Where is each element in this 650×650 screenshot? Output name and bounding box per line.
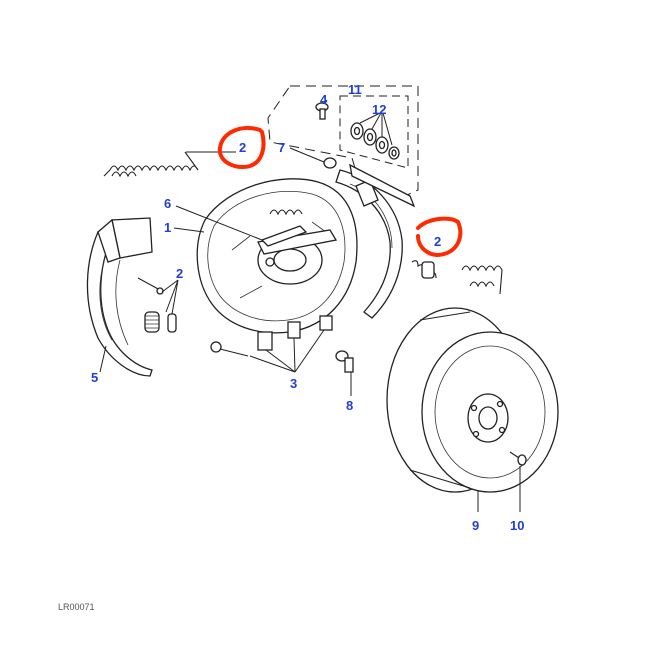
kit-inner-box-dashed: [339, 95, 409, 169]
callout-6: 6: [164, 196, 171, 211]
spring-right: [411, 260, 503, 295]
adjuster-part-6: [257, 209, 338, 267]
callout-2-upper: 2: [239, 140, 246, 155]
highlight-circle-upper: [217, 126, 266, 169]
callout-8: 8: [346, 398, 353, 413]
anchor-part-7: [289, 147, 337, 169]
callout-9: 9: [472, 518, 479, 533]
stud-part-10: [509, 451, 527, 512]
callout-4: 4: [320, 92, 328, 107]
callout-5: 5: [91, 370, 98, 385]
bolt-part-8: [335, 350, 354, 396]
clips-part-3: [210, 315, 333, 373]
callout-2-right: 2: [434, 234, 441, 249]
backing-plate-part-1: [196, 178, 358, 334]
brake-shoe-part-5: [86, 217, 153, 377]
bolt-part-4: [315, 102, 329, 120]
spring-upper-left: [103, 151, 199, 178]
highlight-circle-right: [416, 216, 463, 257]
callout-11: 11: [348, 82, 362, 97]
park-lever: [349, 163, 416, 208]
callout-1: 1: [164, 220, 171, 235]
washer-set-part-12: [350, 112, 400, 160]
callout-12: 12: [372, 102, 386, 117]
callout-2-left: 2: [176, 266, 183, 281]
callout-3: 3: [290, 376, 297, 391]
kit-outline-dashed: [267, 85, 419, 197]
callout-10: 10: [510, 518, 524, 533]
pin-and-spring-left: [137, 277, 179, 333]
drawing-reference: LR00071: [58, 602, 95, 612]
callout-7: 7: [278, 140, 285, 155]
brake-drum-part-9: [386, 307, 559, 512]
